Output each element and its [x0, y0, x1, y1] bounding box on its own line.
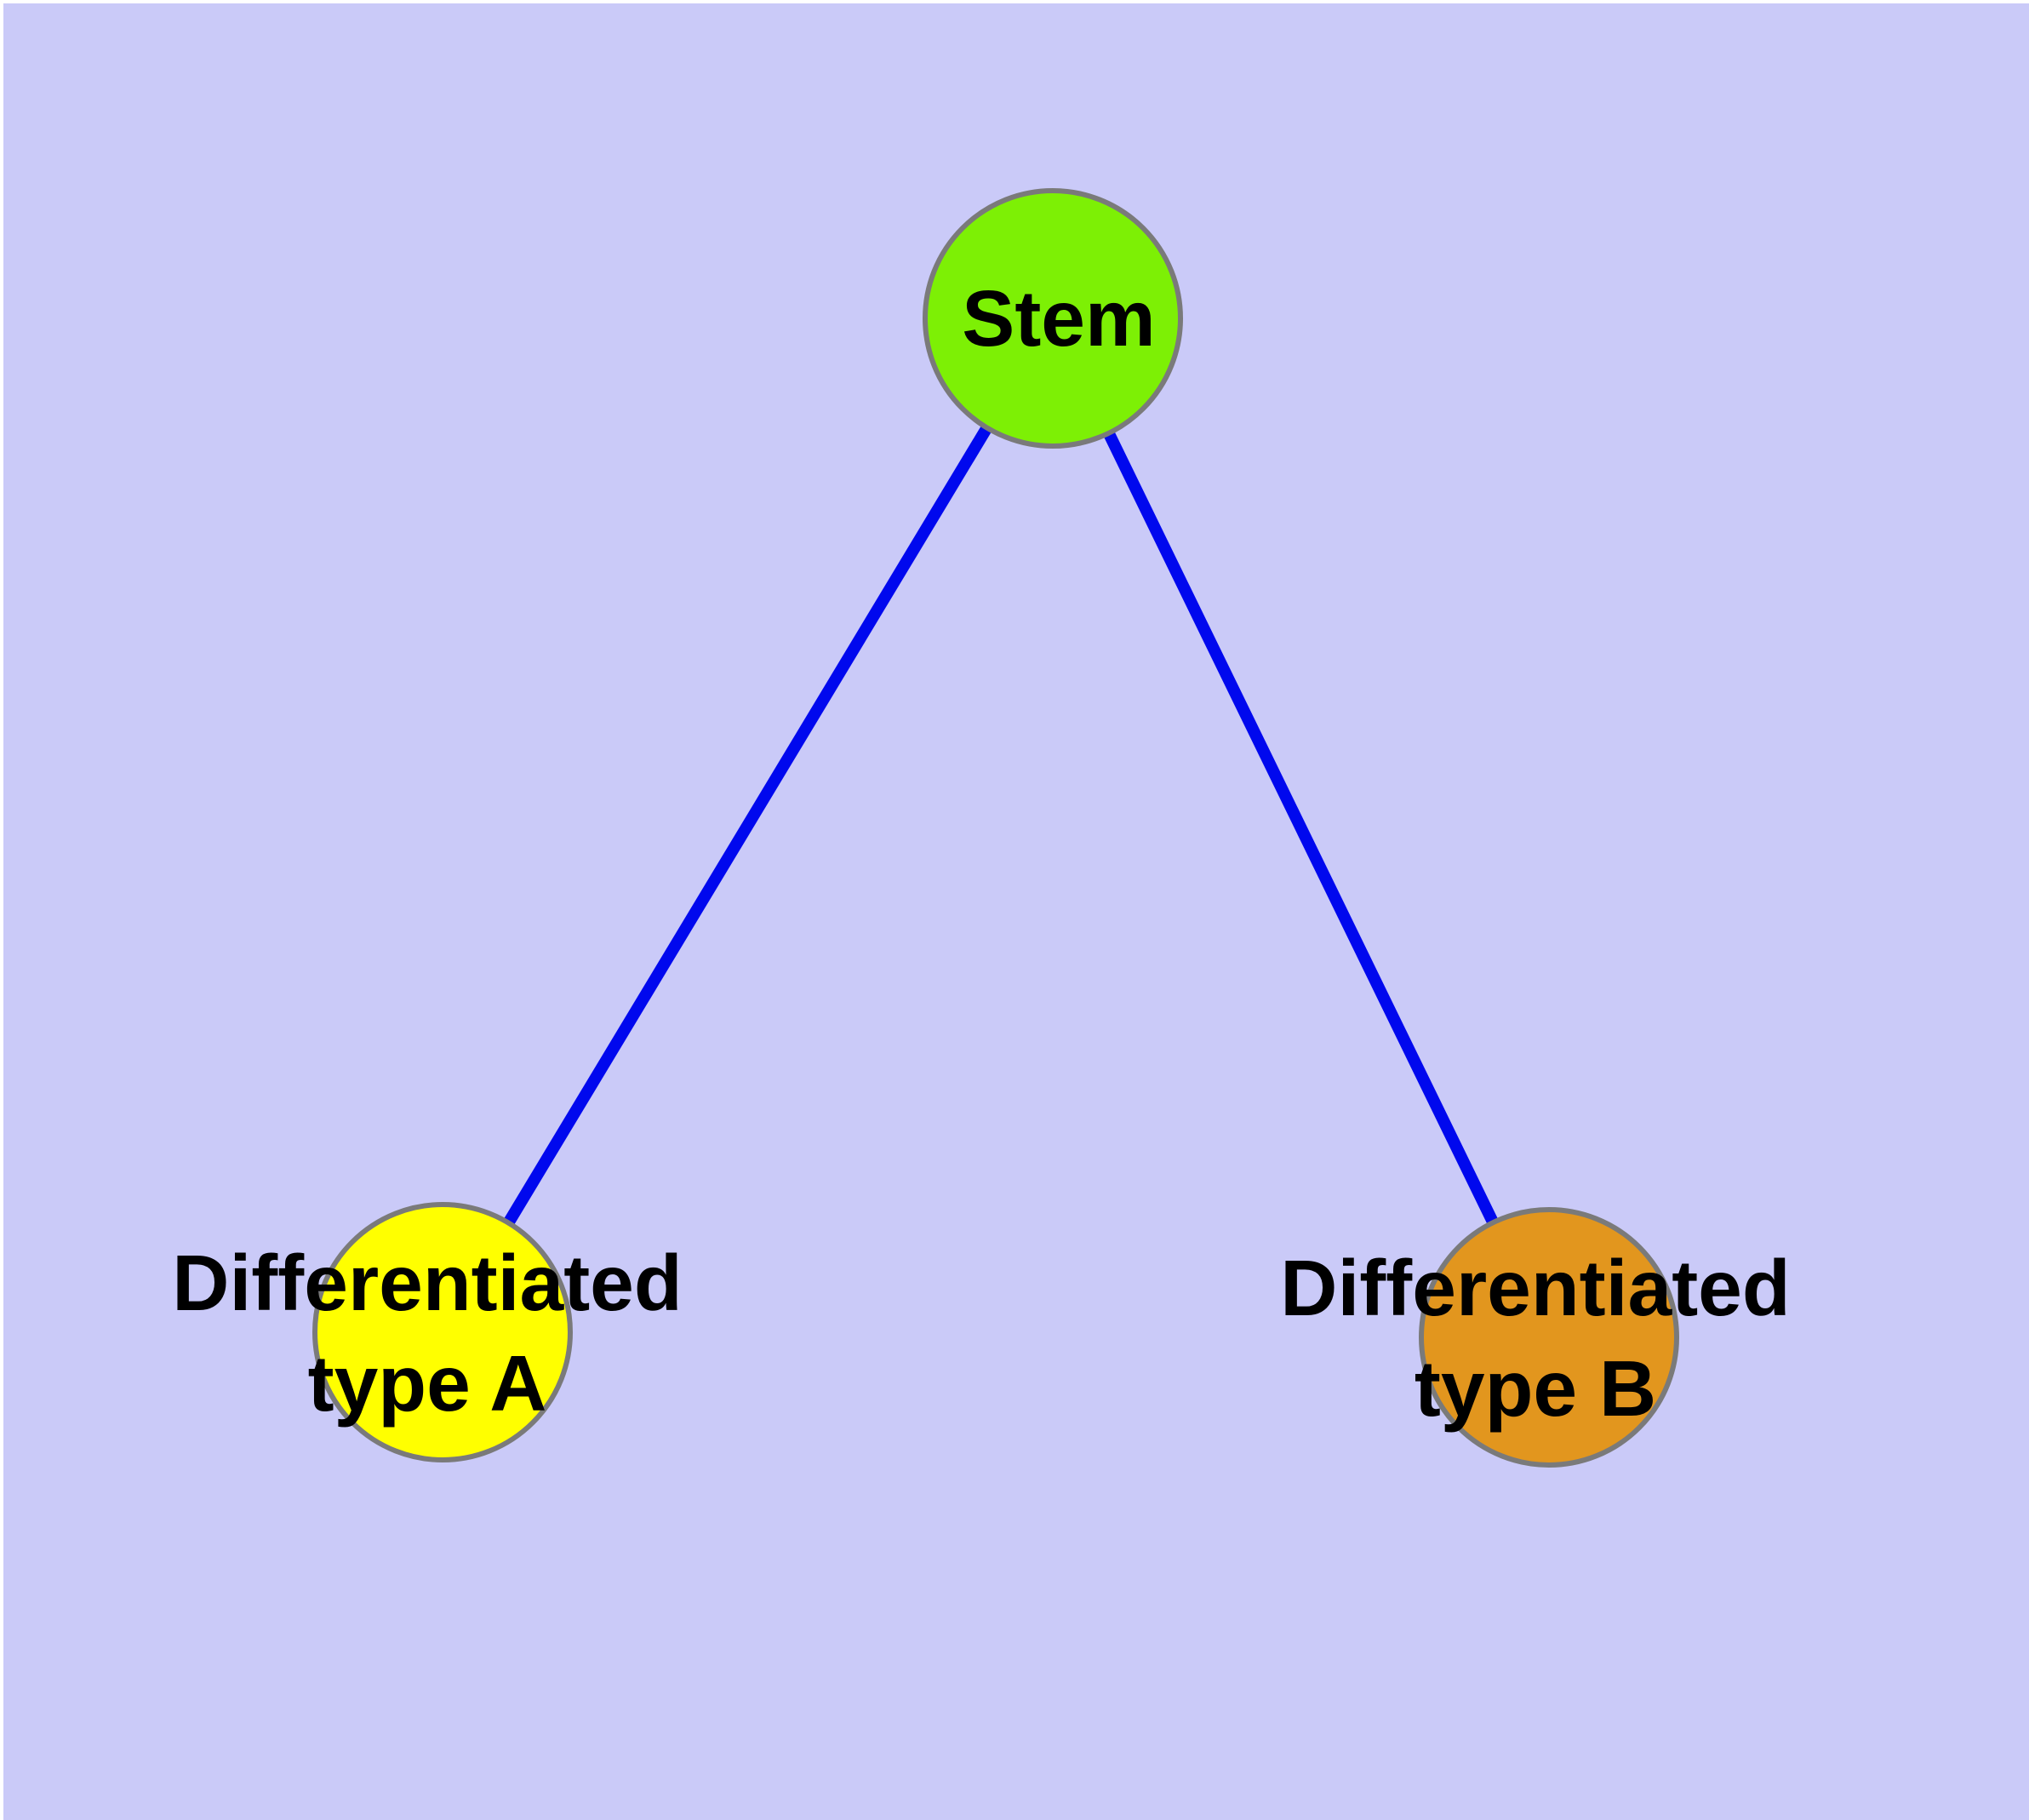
node-differentiated-type-b-circle	[1419, 1207, 1679, 1468]
node-differentiated-type-a-label: Differentiated type A	[172, 1238, 683, 1428]
node-differentiated-type-b-label: Differentiated type B	[1280, 1243, 1791, 1433]
edge-stem-to-differentiated-type-a	[437, 315, 1058, 1336]
node-differentiated-type-a-circle	[312, 1202, 573, 1462]
node-stem-circle	[923, 188, 1183, 449]
edge-stem-to-differentiated-type-b	[1047, 315, 1555, 1341]
node-stem-label: Stem	[962, 273, 1156, 363]
